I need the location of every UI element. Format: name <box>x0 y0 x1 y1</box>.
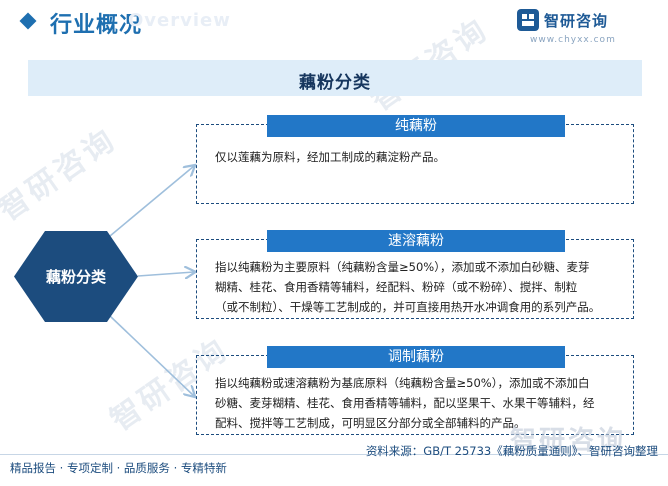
connector-arrow-bottom <box>109 315 194 396</box>
category-description: 仅以莲藕为原料，经加工制成的藕淀粉产品。 <box>215 150 445 164</box>
section-banner: 藕粉分类 <box>28 60 642 96</box>
brand-url: www.chyxx.com <box>530 35 616 45</box>
header: 行业概况 Overview 智研咨询 www.chyxx.com <box>0 0 668 48</box>
description-line: 配料、搅拌等工艺制成，可明显区分部分或全部辅料的产品。 <box>215 416 526 430</box>
category-box-blended: 调制藕粉 指以纯藕粉或速溶藕粉为基底原料（纯藕粉含量≥50%），添加或不添加白 … <box>196 346 634 435</box>
footer: 精品报告 · 专项定制 · 品质服务 · 专精特新 资料来源：GB/T 2573… <box>0 444 668 486</box>
brand-logo-block: 智研咨询 www.chyxx.com <box>516 8 656 46</box>
description-line: 指以纯藕粉或速溶藕粉为基底原料（纯藕粉含量≥50%），添加或不添加白 <box>215 376 590 390</box>
connector-arrow-top <box>109 166 194 237</box>
zhiyan-logo-icon <box>517 9 539 31</box>
category-box-instant: 速溶藕粉 指以纯藕粉为主要原料（纯藕粉含量≥50%），添加或不添加白砂糖、麦芽 … <box>196 230 634 319</box>
center-label: 藕粉分类 <box>45 268 106 286</box>
source-note: 资料来源：GB/T 25733《藕粉质量通则》、智研咨询整理 <box>365 444 658 458</box>
description-line: （或不制粒）、干燥等工艺制成的，并可直接用热开水冲调食用的系列产品。 <box>215 300 601 314</box>
footer-watermark: 智研咨询 <box>510 426 627 456</box>
category-description: 指以纯藕粉为主要原料（纯藕粉含量≥50%），添加或不添加白砂糖、麦芽 糊精、桂花… <box>215 257 623 317</box>
description-line: 指以纯藕粉为主要原料（纯藕粉含量≥50%），添加或不添加白砂糖、麦芽 <box>215 260 590 274</box>
category-description: 指以纯藕粉或速溶藕粉为基底原料（纯藕粉含量≥50%），添加或不添加白 砂糖、麦芽… <box>215 373 623 433</box>
page-title: 行业概况 <box>50 13 143 38</box>
header-ghost-text: Overview <box>128 10 231 31</box>
description-line: 糊精、桂花、食用香精等辅料，经配料、粉碎（或不粉碎）、搅拌、制粒 <box>215 280 578 294</box>
description-line: 砂糖、麦芽糊精、桂花、食用香精等辅料，配以坚果干、水果干等辅料，经 <box>215 396 595 410</box>
footer-tagline: 精品报告 · 专项定制 · 品质服务 · 专精特新 <box>10 461 227 475</box>
banner-title: 藕粉分类 <box>299 73 371 93</box>
connector-arrow-middle <box>137 272 194 276</box>
category-box-pure: 纯藕粉 仅以莲藕为原料，经加工制成的藕淀粉产品。 <box>196 115 634 204</box>
category-tag: 纯藕粉 <box>267 115 565 137</box>
brand-name: 智研咨询 <box>544 12 609 30</box>
category-tag: 速溶藕粉 <box>267 230 565 252</box>
category-tag: 调制藕粉 <box>267 346 565 368</box>
